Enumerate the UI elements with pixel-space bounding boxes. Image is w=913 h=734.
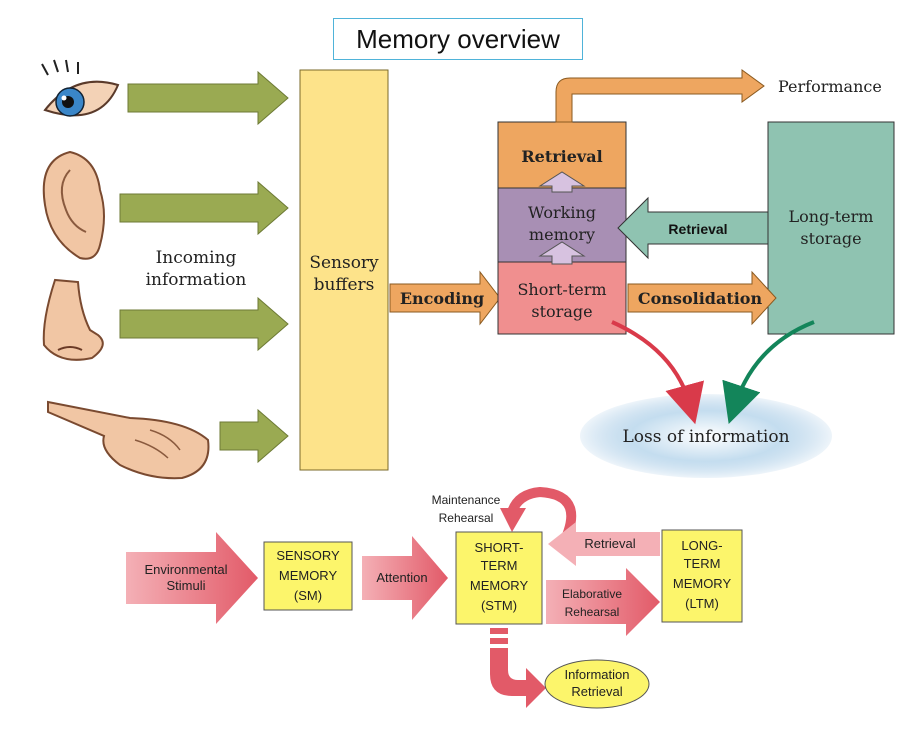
- working-memory-label: Working: [528, 203, 596, 222]
- retrieval-box-label: Retrieval: [521, 147, 602, 166]
- ear-arrow: [119, 180, 289, 236]
- incoming-label-2: information: [146, 270, 247, 290]
- encoding-arrow: [389, 270, 501, 326]
- consolidation-arrow: [627, 270, 777, 326]
- long-term-label: Long-term: [789, 207, 874, 226]
- info-retrieval-ellipse: [544, 659, 650, 709]
- performance-label: Performance: [778, 77, 882, 96]
- stm-box: [455, 531, 543, 625]
- performance-arrow: [555, 69, 765, 123]
- ltm-label: LONG-: [681, 538, 722, 553]
- info-retrieval-label: Information: [564, 667, 629, 682]
- sensory-memory-box: [263, 541, 353, 611]
- up-arrow-stm-wm: [538, 241, 586, 265]
- ltm-label-2: TERM: [684, 556, 721, 571]
- nose-arrow: [119, 296, 289, 352]
- stm-label-3: MEMORY: [470, 578, 529, 593]
- loss-label: Loss of information: [622, 427, 789, 447]
- short-term-label: Short-term: [517, 280, 606, 299]
- info-retrieval-label-2: Retrieval: [571, 684, 622, 699]
- info-retrieval-arrow: [490, 648, 546, 708]
- finger-icon: [47, 400, 210, 480]
- environmental-stimuli-label: Environmental: [144, 562, 227, 577]
- working-memory-label-2: memory: [529, 225, 595, 244]
- consolidation-label: Consolidation: [638, 289, 763, 308]
- sensory-buffers-label-2: buffers: [314, 275, 375, 295]
- attention-arrow: [362, 536, 448, 620]
- stm-label-4: (STM): [481, 598, 517, 613]
- attention-label: Attention: [376, 570, 427, 585]
- eye-arrow: [127, 70, 289, 126]
- short-term-box: [497, 261, 627, 335]
- elaborative-rehearsal-arrow: [546, 568, 660, 636]
- retrieval-arrow: [617, 196, 769, 260]
- sensory-memory-label: SENSORY: [276, 548, 340, 563]
- ltm-loss-arrow: [722, 320, 815, 424]
- sensory-buffers-box: [299, 69, 389, 471]
- elaborative-rehearsal-label: Elaborative: [562, 587, 622, 601]
- stm-loss-arrow: [611, 320, 705, 425]
- stm-down-dash-1: [490, 628, 508, 634]
- sensory-memory-label-3: (SM): [294, 588, 322, 603]
- maintenance-rehearsal-label: Maintenance: [432, 493, 501, 507]
- page-title: Memory overview: [333, 18, 583, 60]
- maintenance-loop-head: [500, 508, 526, 532]
- input-arrows: [119, 70, 289, 464]
- finger-arrow: [219, 408, 289, 464]
- stm-down-dash-2: [490, 638, 508, 644]
- short-term-label-2: storage: [531, 302, 592, 321]
- long-term-label-2: storage: [800, 229, 861, 248]
- maintenance-rehearsal-label-2: Rehearsal: [439, 511, 494, 525]
- retrieval-arrow-label: Retrieval: [668, 221, 727, 237]
- sensory-memory-label-2: MEMORY: [279, 568, 338, 583]
- ltm-label-4: (LTM): [685, 596, 719, 611]
- long-term-box: [767, 121, 895, 335]
- up-arrow-wm-ret: [538, 171, 586, 193]
- nose-icon: [42, 278, 104, 361]
- stm-label: SHORT-: [475, 540, 524, 555]
- environmental-stimuli-label-2: Stimuli: [166, 578, 205, 593]
- loss-cloud: [580, 394, 832, 478]
- elaborative-rehearsal-label-2: Rehearsal: [565, 605, 620, 619]
- incoming-label: Incoming: [156, 248, 237, 268]
- ltm-box: [661, 529, 743, 623]
- sensory-buffers-label: Sensory: [309, 253, 379, 273]
- bottom-retrieval-label: Retrieval: [584, 536, 635, 551]
- ear-icon: [42, 150, 105, 260]
- bottom-retrieval-arrow: [548, 522, 660, 566]
- ltm-label-3: MEMORY: [673, 576, 732, 591]
- stm-label-2: TERM: [481, 558, 518, 573]
- eye-icon: [41, 59, 120, 117]
- maintenance-loop-arrow: [507, 486, 577, 553]
- encoding-label: Encoding: [400, 289, 484, 308]
- environmental-stimuli-arrow: [126, 532, 258, 624]
